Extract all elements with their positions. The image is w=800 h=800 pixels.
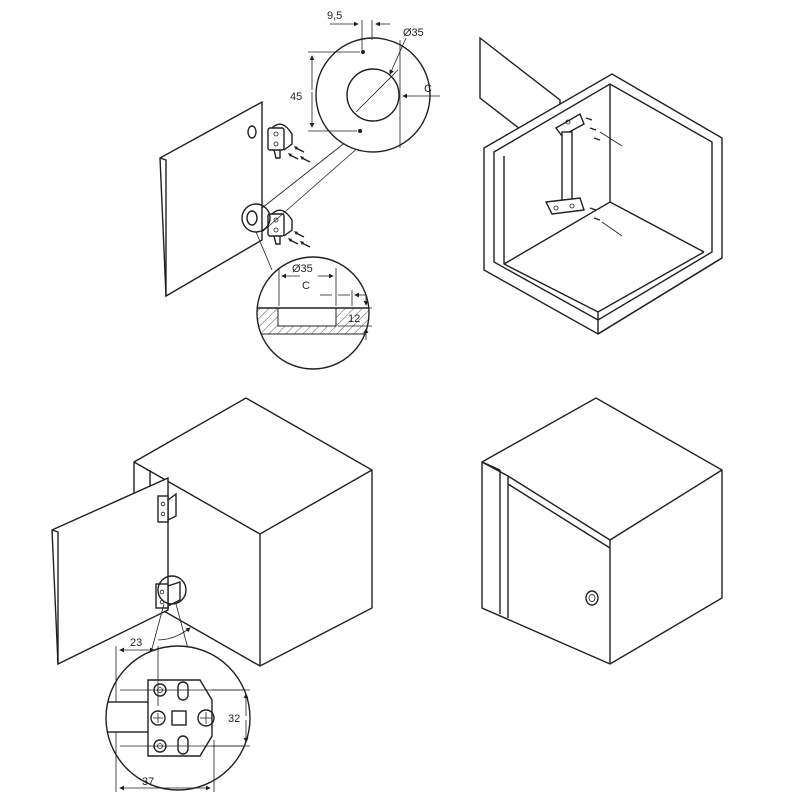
door-panel [159, 100, 263, 298]
dimension-offset: 9,5 [327, 10, 390, 50]
screw-icons [288, 146, 311, 248]
door-drilling-view: 9,5 Ø35 45 C [159, 10, 440, 370]
dimension-c-top: C [402, 83, 440, 99]
mounted-hinge-top-icon [554, 112, 585, 137]
dimension-plate-height: 32 [212, 689, 250, 747]
mounting-screw-icons [585, 117, 623, 237]
dimension-cup-diameter-section-label: Ø35 [292, 263, 313, 275]
closed-cabinet-view [481, 397, 723, 665]
dimension-plate-offset: 23 [115, 627, 191, 706]
closed-cabinet-box [481, 397, 723, 665]
cup-hole-top [247, 125, 257, 139]
door-open-assembly-view: 23 32 37 [51, 397, 373, 792]
dimension-cup-diameter-top-label: Ø35 [403, 27, 424, 39]
dimension-offset-label: 9,5 [327, 10, 342, 22]
cup-detail-top [315, 37, 431, 153]
dimension-cup-diameter-section: Ø35 [281, 263, 334, 279]
dimension-cup-depth-label: 12 [348, 313, 360, 325]
dimension-plate-width-label: 37 [142, 776, 154, 788]
dimension-c-top-label: C [424, 83, 432, 95]
dimension-plate-offset-label: 23 [130, 637, 142, 649]
dimension-hole-spacing-label: 45 [290, 91, 302, 103]
plate-callout-circle [157, 575, 187, 605]
cabinet-mounting-view [479, 36, 723, 335]
cabinet-box [133, 397, 373, 667]
dimension-hole-spacing: 45 [290, 51, 360, 132]
dimension-plate-height-label: 32 [228, 713, 240, 725]
hinge-arm-bar [561, 131, 573, 203]
cup-section-detail [256, 256, 370, 370]
dimension-c-section-label: C [302, 280, 310, 292]
hinge-bottom-icon [267, 209, 293, 245]
dimension-c-section: C [302, 280, 366, 298]
dimension-cup-diameter-top: Ø35 [389, 27, 424, 75]
cup-hole-bottom [246, 210, 258, 226]
dimension-plate-width: 37 [115, 732, 215, 792]
door-hinge-top-icon [157, 492, 177, 523]
mounted-hinge-bottom-icon [544, 197, 585, 215]
open-door [51, 476, 169, 666]
dimension-cup-depth: 12 [338, 296, 372, 340]
door-edge [159, 157, 167, 296]
hinge-top-icon [267, 123, 293, 159]
door-lock-icon [585, 590, 599, 606]
